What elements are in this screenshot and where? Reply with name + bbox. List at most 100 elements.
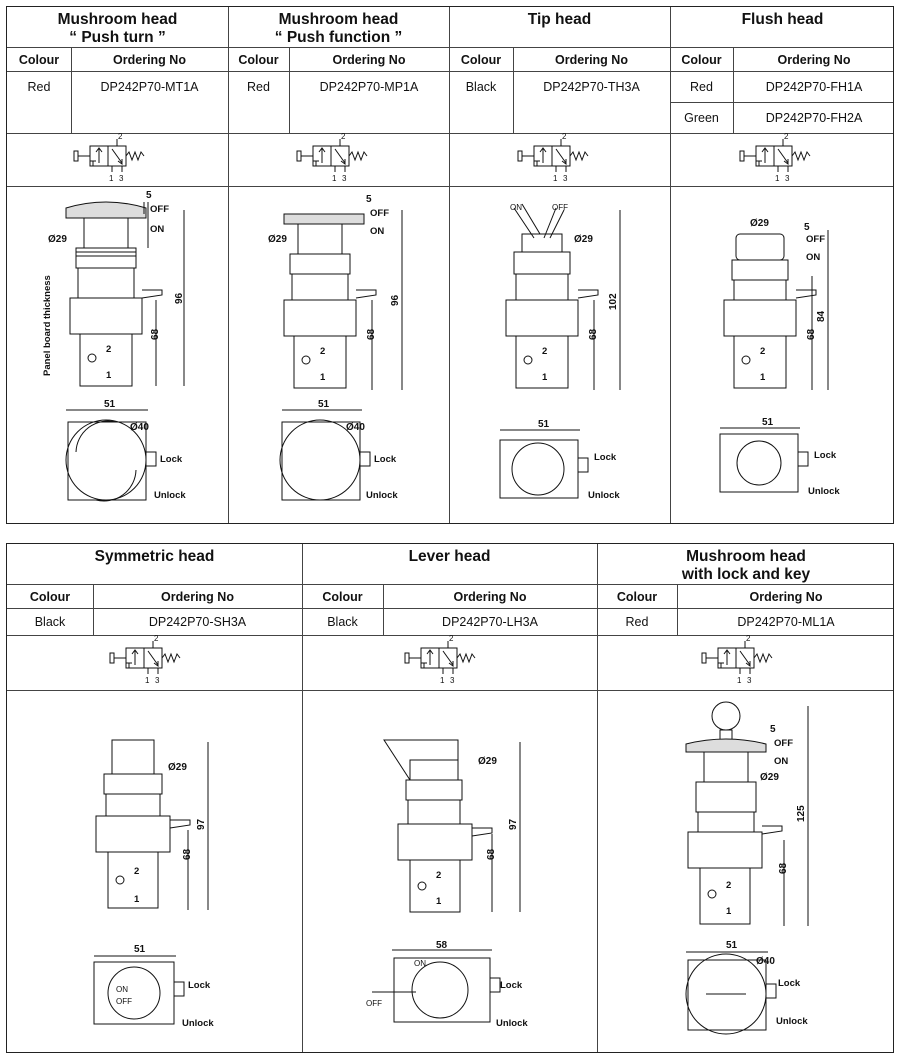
colour-value: Black	[465, 80, 497, 94]
colour-value: Black	[327, 615, 358, 629]
symbol-slot: 2 1 3	[726, 132, 836, 184]
port-label: 1	[320, 372, 326, 383]
dim-label: 97	[196, 818, 207, 830]
column-divider	[228, 7, 229, 523]
dim-label: 68	[486, 848, 497, 860]
dim-label: 68	[366, 328, 377, 340]
header-line1: Mushroom head	[278, 11, 399, 28]
pneumatic-valve-symbol: 2 1 3	[109, 634, 181, 685]
pneumatic-valve-symbol: 2 1 3	[73, 132, 145, 183]
dim-label: 68	[778, 862, 789, 874]
divider	[7, 635, 893, 636]
column-divider	[733, 47, 734, 133]
ordering-value: DP242P70-MT1A	[100, 80, 199, 94]
port-label: 2	[784, 132, 789, 141]
symbol-slot: 2 1 3	[96, 634, 206, 686]
port-label: 1	[332, 174, 337, 183]
column-divider	[302, 544, 303, 1052]
lock-label: Lock	[594, 452, 617, 463]
port-label: 2	[341, 132, 346, 141]
ordering-value: DP242P70-LH3A	[442, 615, 538, 629]
dim-label: 51	[134, 944, 146, 955]
port-label: 2	[746, 634, 751, 643]
port-label: 2	[760, 346, 765, 357]
port-label: 2	[154, 634, 159, 643]
header-line1: Symmetric head	[94, 548, 215, 565]
dim-label: 5	[146, 190, 152, 201]
column-divider	[93, 584, 94, 635]
off-label: OFF	[774, 738, 793, 749]
divider	[7, 186, 893, 187]
lock-label: Lock	[814, 450, 837, 461]
port-label: 1	[553, 174, 558, 183]
dim-label: Ø29	[268, 234, 287, 245]
port-label: 2	[320, 346, 325, 357]
column-divider	[449, 7, 450, 523]
product-table-top: Mushroom head “ Push turn ” Mushroom hea…	[6, 6, 894, 524]
on-label: ON	[150, 224, 164, 235]
off-label: OFF	[116, 997, 132, 1006]
ordering-header: Ordering No	[555, 53, 628, 67]
port-label: 3	[450, 676, 455, 685]
dim-label: 51	[762, 417, 774, 428]
header-line2: with lock and key	[681, 566, 811, 583]
header-lever-head: Lever head	[302, 548, 597, 566]
port-label: 3	[563, 174, 568, 183]
pneumatic-valve-symbol: 2 1 3	[739, 132, 811, 183]
dim-label: 96	[390, 294, 401, 306]
divider	[7, 584, 893, 585]
drawing-tip-head: ON OFF Ø29 102 68 2 1 51 Lock Unlock	[499, 203, 621, 501]
lock-label: Lock	[374, 454, 397, 465]
port-label: 1	[726, 906, 732, 917]
header-mushroom-push-turn: Mushroom head “ Push turn ”	[7, 11, 228, 47]
colour-value: Green	[684, 111, 719, 125]
dim-label: Ø40	[130, 422, 149, 433]
pneumatic-valve-symbol: 2 1 3	[517, 132, 589, 183]
colour-value: Red	[27, 80, 51, 94]
drawing-symmetric-head: Ø29 97 68 2 1 51 ON OFF Lock Unlock	[93, 739, 214, 1029]
divider	[670, 102, 893, 103]
symbol-slot: 2 1 3	[504, 132, 614, 184]
port-label: 3	[747, 676, 752, 685]
header-line1: Lever head	[408, 548, 491, 565]
port-label: 3	[785, 174, 790, 183]
dim-label: 51	[104, 399, 116, 410]
lock-label: Lock	[160, 454, 183, 465]
dim-label: 58	[436, 940, 448, 951]
colour-header: Colour	[238, 53, 279, 67]
header-line1: Tip head	[527, 11, 592, 28]
off-label: OFF	[552, 203, 568, 212]
dim-label: 51	[538, 419, 550, 430]
symbol-slot: 2 1 3	[60, 132, 170, 184]
port-label: 1	[775, 174, 780, 183]
header-symmetric-head: Symmetric head	[7, 548, 302, 566]
port-label: 3	[119, 174, 124, 183]
ordering-value: DP242P70-SH3A	[148, 615, 247, 629]
header-tip-head: Tip head	[449, 11, 670, 29]
symbol-slot: 2 1 3	[688, 634, 798, 686]
colour-header: Colour	[18, 53, 60, 67]
dim-label: 102	[608, 293, 619, 310]
drawing-lever-head: Ø29 97 68 2 1 58 ON OFF Lock Unlock	[366, 739, 528, 1029]
dim-label: Ø29	[478, 756, 497, 767]
port-label: 2	[542, 346, 547, 357]
port-label: 2	[436, 870, 441, 881]
off-label: OFF	[366, 999, 382, 1008]
unlock-label: Unlock	[496, 1018, 528, 1029]
port-label: 2	[118, 132, 123, 141]
product-table-bottom: Symmetric head Lever head Mushroom head …	[6, 543, 894, 1053]
port-label: 1	[106, 370, 112, 381]
port-label: 2	[134, 866, 139, 877]
drawing-push-turn: 5 OFF ON Ø29 96 68 Panel board thickness…	[42, 190, 186, 502]
dim-label: 68	[806, 328, 817, 340]
ordering-header: Ordering No	[777, 53, 851, 67]
port-label: 3	[342, 174, 347, 183]
port-label: 2	[106, 344, 111, 355]
colour-value: Black	[34, 615, 66, 629]
port-label: 1	[109, 174, 114, 183]
port-label: 1	[737, 676, 742, 685]
symbol-slot: 2 1 3	[391, 634, 501, 686]
ordering-value: DP242P70-FH2A	[765, 111, 863, 125]
port-label: 3	[155, 676, 160, 685]
ordering-header: Ordering No	[113, 53, 186, 67]
